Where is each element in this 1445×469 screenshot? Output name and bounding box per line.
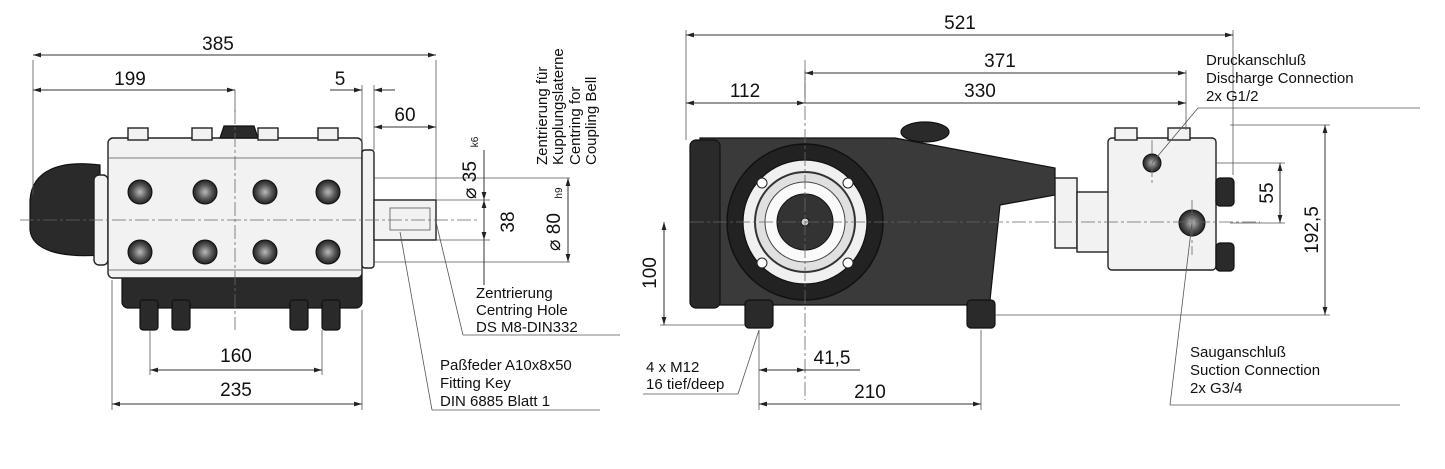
label-centring-bell: Zentrierung für Kupplungslaterne Centrin… — [534, 48, 600, 165]
dim-80: ⌀ 80 — [544, 213, 565, 251]
svg-text:4 x M12: 4 x M12 — [646, 359, 699, 376]
label-suction: Sauganschluß Suction Connection 2x G3/4 — [1190, 344, 1320, 397]
dim-100: 100 — [640, 257, 661, 289]
dim-60: 60 — [394, 105, 415, 126]
dim-235: 235 — [220, 380, 252, 401]
svg-text:2x G1/2: 2x G1/2 — [1206, 88, 1259, 105]
label-centring-hole: Zentrierung Centring Hole DS M8-DIN332 — [476, 285, 578, 336]
front-view: 385 199 5 60 ⌀ 35 k6 38 ⌀ 80 h9 Zentrier… — [20, 34, 620, 411]
svg-text:Zentrierung: Zentrierung — [476, 285, 553, 302]
dim-80-tolerance: h9 — [554, 187, 565, 199]
dim-5: 5 — [335, 69, 346, 90]
svg-text:Zentrierung für: Zentrierung für — [534, 67, 551, 165]
dim-210: 210 — [854, 382, 886, 403]
dim-38: 38 — [498, 211, 519, 232]
dim-55: 55 — [1257, 182, 1278, 203]
dim-385: 385 — [202, 34, 234, 55]
label-fitting-key: Paßfeder A10x8x50 Fitting Key DIN 6885 B… — [440, 357, 572, 410]
label-discharge: Druckanschluß Discharge Connection 2x G1… — [1206, 52, 1354, 105]
svg-text:DIN 6885 Blatt 1: DIN 6885 Blatt 1 — [440, 393, 550, 410]
svg-text:Fitting Key: Fitting Key — [440, 375, 511, 392]
svg-text:2x G3/4: 2x G3/4 — [1190, 380, 1243, 397]
dim-35: ⌀ 35 — [460, 161, 481, 199]
dim-330: 330 — [964, 81, 996, 102]
side-view: 521 371 112 330 55 192,5 100 41,5 210 4 … — [640, 13, 1420, 410]
svg-text:Centring for: Centring for — [567, 87, 584, 165]
dim-112: 112 — [730, 81, 760, 102]
svg-text:DS M8-DIN332: DS M8-DIN332 — [476, 319, 578, 336]
svg-text:Suction Connection: Suction Connection — [1190, 362, 1320, 379]
svg-text:Centring Hole: Centring Hole — [476, 302, 568, 319]
dim-35-tolerance: k6 — [470, 136, 481, 147]
svg-text:Sauganschluß: Sauganschluß — [1190, 344, 1286, 361]
svg-text:Discharge Connection: Discharge Connection — [1206, 70, 1354, 87]
svg-text:Druckanschluß: Druckanschluß — [1206, 52, 1306, 69]
dim-199: 199 — [114, 69, 146, 90]
dim-371: 371 — [984, 51, 1016, 72]
valve-bolts — [127, 179, 341, 265]
svg-text:16 tief/deep: 16 tief/deep — [646, 376, 724, 393]
dim-160: 160 — [220, 346, 252, 367]
pump-manifold — [1107, 137, 1217, 271]
label-mount-holes: 4 x M12 16 tief/deep — [646, 359, 724, 393]
dim-41-5: 41,5 — [814, 348, 851, 369]
svg-text:Kupplungslaterne: Kupplungslaterne — [550, 48, 567, 165]
svg-text:Paßfeder A10x8x50: Paßfeder A10x8x50 — [440, 357, 572, 374]
svg-text:Coupling Bell: Coupling Bell — [583, 77, 600, 165]
drive-cone — [29, 163, 101, 257]
dim-192-5: 192,5 — [1302, 206, 1323, 254]
dim-521: 521 — [944, 13, 976, 34]
